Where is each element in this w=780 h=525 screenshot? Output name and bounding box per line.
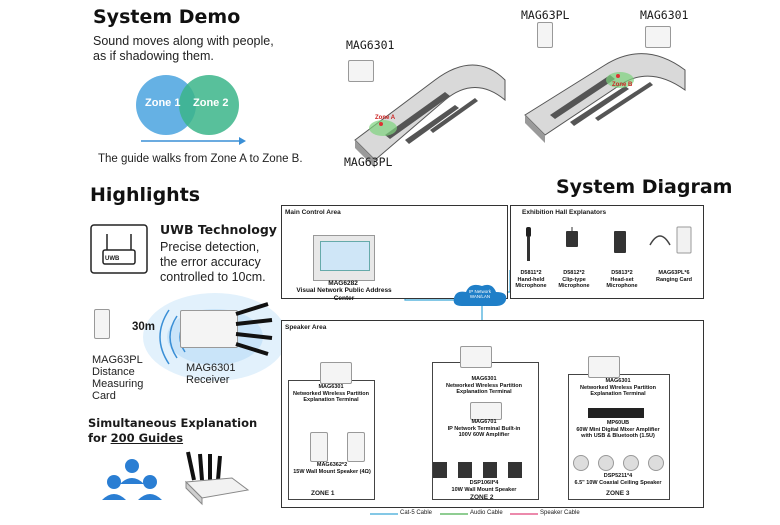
zone3-speaker-4: [648, 455, 664, 471]
demo-image-zone-a: Zone A: [335, 40, 520, 170]
legend-cat5: Cat-5 Cable: [400, 510, 433, 516]
router-icon-a: [348, 60, 374, 82]
uwb-router-icon: [90, 224, 148, 274]
explanators-area: [510, 205, 704, 299]
demo-image-zone-b: Zone B: [520, 40, 705, 170]
zone2-speaker-3: [483, 462, 497, 478]
router-icon-b: [645, 26, 671, 48]
demo-label-mag6301-a: MAG6301: [346, 38, 395, 52]
card-label-3: Measuring: [92, 378, 144, 390]
zone-a-tag: Zone A: [375, 115, 396, 121]
simul-title: Simultaneous Explanation: [88, 416, 258, 430]
receiver-antennas: [235, 302, 273, 356]
gallery-floorplan-a: [354, 64, 506, 168]
distance-label: 30m: [132, 321, 156, 333]
distance-card-icon: [94, 309, 110, 339]
uwb-line-2: the error accuracy: [160, 255, 261, 269]
group-people-icon: [102, 459, 162, 500]
zone3-label: ZONE 3: [606, 490, 630, 497]
mag6282-label-1: MAG6282: [328, 280, 358, 287]
zone3-speaker-2: [598, 455, 614, 471]
legend-audio: Audio Cable: [470, 510, 503, 516]
mag6701-device: [470, 402, 502, 420]
zone3-speaker-1: [573, 455, 589, 471]
zone1-terminal-icon: [320, 362, 352, 384]
card-label-4: Card: [92, 390, 116, 402]
zone-b-tag: Zone B: [612, 82, 633, 88]
guide-text: The guide walks from Zone A to Zone B.: [98, 153, 303, 165]
uwb-line-1: Precise detection,: [160, 240, 260, 254]
ranging-card-icon: [537, 22, 553, 48]
zone1-label: ZONE 1: [311, 490, 335, 497]
legend-speaker: Speaker Cable: [540, 510, 580, 516]
zone2-terminal-icon: [460, 346, 492, 368]
venn-diagram: [136, 75, 246, 145]
mag6282-label-2: Visual Network Public Address Center: [296, 287, 392, 302]
main-control-area: [281, 205, 508, 299]
venn-zone2-label: Zone 2: [193, 97, 229, 109]
receiver-icon: [180, 310, 238, 348]
simul-subtitle: for 200 Guides: [88, 431, 184, 445]
card-label-2: Distance: [92, 366, 135, 378]
terminal-device-icon: [184, 451, 250, 506]
zone2-label: ZONE 2: [470, 494, 494, 501]
zone1-speaker-1: [310, 432, 328, 462]
zone3-speaker-3: [623, 455, 639, 471]
demo-label-mag63pl-a: MAG63PL: [344, 155, 393, 169]
gallery-floorplan-b: [524, 53, 686, 143]
highlights-title: Highlights: [90, 184, 201, 206]
uwb-line-3: controlled to 10cm.: [160, 270, 266, 284]
demo-label-mag63pl-b: MAG63PL: [521, 8, 570, 22]
receiver-label-2: Receiver: [186, 374, 230, 386]
venn-zone1-label: Zone 1: [145, 97, 181, 109]
diagram-title: System Diagram: [556, 176, 733, 198]
card-label-1: MAG63PL: [92, 354, 143, 366]
zone3-terminal-icon: [588, 356, 620, 378]
demo-title: System Demo: [93, 6, 241, 28]
zone2-speaker-4: [508, 462, 522, 478]
demo-desc-2: as if shadowing them.: [93, 49, 214, 63]
mp60ub-device: [588, 408, 644, 418]
demo-desc-1: Sound moves along with people,: [93, 34, 274, 48]
mag6282-device: [313, 235, 375, 281]
uwb-chip-label: UWB: [105, 256, 120, 262]
zone2-speaker-1: [433, 462, 447, 478]
zone1-speaker-2: [347, 432, 365, 462]
uwb-title: UWB Technology: [160, 222, 277, 237]
receiver-label-1: MAG6301: [186, 362, 236, 374]
main-control-label: Main Control Area: [285, 209, 341, 216]
zone2-speaker-2: [458, 462, 472, 478]
speaker-area-label: Speaker Area: [285, 324, 327, 331]
ip-network-cloud: [453, 284, 507, 306]
explanators-label: Exhibition Hall Explanators: [522, 209, 607, 216]
explanator-devices: [526, 226, 692, 261]
demo-label-mag6301-b: MAG6301: [640, 8, 689, 22]
